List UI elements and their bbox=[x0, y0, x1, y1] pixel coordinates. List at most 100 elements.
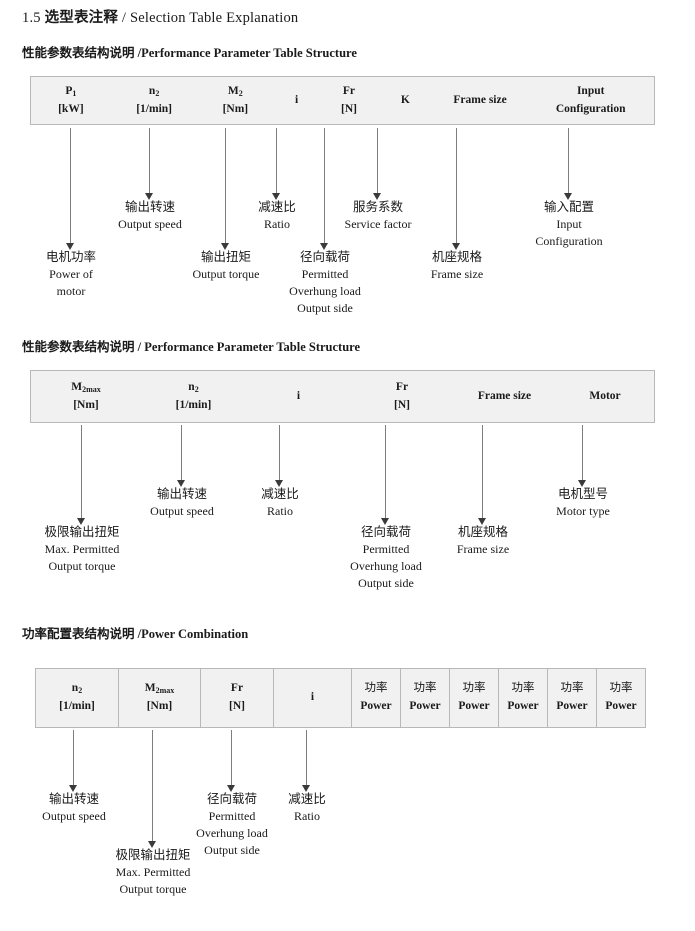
section-2-heading-cn: 性能参数表结构说明 bbox=[22, 340, 135, 354]
note-ratio-2: 减速比 Ratio bbox=[261, 485, 299, 520]
table1-col-fr: Fr [N] bbox=[320, 77, 378, 124]
note-input-configuration: 输入配置 Input Configuration bbox=[535, 198, 602, 250]
note-frame-size: 机座规格 Frame size bbox=[431, 248, 483, 283]
note-permitted-overhung-load-3-en-2: Overhung load bbox=[196, 825, 268, 840]
note-permitted-overhung-load: 径向载荷 Permitted Overhung load Output side bbox=[289, 248, 361, 317]
table1-col-input-configuration-line2: Configuration bbox=[555, 102, 626, 115]
table3-col-power-3-cn: 功率 bbox=[462, 682, 486, 695]
note-permitted-overhung-load-2-en-2: Overhung load bbox=[350, 558, 422, 573]
table3-col-power-2-en: Power bbox=[409, 700, 441, 712]
note-service-factor: 服务系数 Service factor bbox=[345, 198, 412, 233]
table1-col-input-configuration-line1: Input bbox=[576, 84, 605, 97]
table2-col-frame-size-symbol: Frame size bbox=[477, 389, 532, 402]
arrow-to-ratio-2 bbox=[275, 425, 284, 487]
note-permitted-overhung-load-cn: 径向载荷 bbox=[299, 249, 350, 264]
table2-col-n2-symbol: n2 bbox=[188, 380, 199, 394]
section-1-heading-cn: 性能参数表结构说明 bbox=[22, 46, 135, 60]
table3-col-i-symbol: i bbox=[310, 691, 315, 704]
note-output-torque-en-1: Output torque bbox=[192, 266, 260, 281]
arrow-to-motor-type bbox=[578, 425, 587, 487]
note-output-speed-3-en-1: Output speed bbox=[42, 808, 106, 823]
page-title: 1.5 选型表注释 / Selection Table Explanation bbox=[22, 6, 298, 27]
arrow-to-permitted-overhung-load-3 bbox=[227, 730, 236, 792]
note-power-of-motor: 电机功率 Power of motor bbox=[46, 248, 96, 300]
table1-col-i: i bbox=[273, 77, 320, 124]
note-max-permitted-output-torque-3-cn: 极限输出扭矩 bbox=[115, 847, 191, 862]
arrow-to-output-speed-3 bbox=[69, 730, 78, 792]
table1-col-i-symbol: i bbox=[295, 93, 299, 106]
note-frame-size-2: 机座规格 Frame size bbox=[457, 523, 509, 558]
section-3-heading-cn: 功率配置表结构说明 bbox=[22, 627, 135, 641]
page-title-number: 1.5 bbox=[22, 10, 41, 26]
table1-col-frame-size-symbol: Frame size bbox=[453, 93, 507, 106]
section-3-heading-en: Power Combination bbox=[141, 627, 249, 641]
section-2-heading-separator: / bbox=[137, 340, 142, 354]
arrow-to-power-of-motor bbox=[66, 128, 75, 250]
table2-col-fr: Fr [N] bbox=[351, 371, 453, 422]
table3-col-m2max-symbol: M2max bbox=[144, 682, 175, 696]
note-frame-size-en-1: Frame size bbox=[430, 266, 484, 281]
note-max-permitted-output-torque-en-2: Output torque bbox=[48, 558, 116, 573]
note-max-permitted-output-torque-3: 极限输出扭矩 Max. Permitted Output torque bbox=[115, 846, 190, 898]
table1-col-p1-symbol: P1 bbox=[65, 84, 77, 98]
arrow-to-output-speed-2 bbox=[177, 425, 186, 487]
table3-col-power-4: 功率 Power bbox=[498, 669, 547, 727]
note-max-permitted-output-torque: 极限输出扭矩 Max. Permitted Output torque bbox=[44, 523, 119, 575]
table3-col-m2max-unit: [Nm] bbox=[146, 700, 173, 712]
note-input-configuration-cn: 输入配置 bbox=[543, 199, 595, 214]
table3-col-i: i bbox=[273, 669, 351, 727]
note-ratio-2-en-1: Ratio bbox=[266, 503, 293, 518]
note-max-permitted-output-torque-3-en-2: Output torque bbox=[119, 881, 187, 896]
table2-col-m2max-unit: [Nm] bbox=[73, 398, 99, 411]
note-frame-size-cn: 机座规格 bbox=[431, 249, 482, 264]
note-ratio-2-cn: 减速比 bbox=[261, 486, 299, 501]
note-motor-type-en-1: Motor type bbox=[556, 503, 610, 518]
arrow-to-permitted-overhung-load-2 bbox=[381, 425, 390, 525]
table3-col-power-3: 功率 Power bbox=[449, 669, 498, 727]
table3-col-fr-symbol: Fr bbox=[230, 682, 244, 695]
table3-col-power-1-cn: 功率 bbox=[364, 682, 388, 695]
note-max-permitted-output-torque-cn: 极限输出扭矩 bbox=[44, 524, 120, 539]
note-permitted-overhung-load-3-cn: 径向载荷 bbox=[206, 791, 257, 806]
table2-col-m2max-symbol: M2max bbox=[71, 380, 101, 394]
table2-col-i-symbol: i bbox=[296, 389, 301, 402]
note-motor-type-cn: 电机型号 bbox=[557, 486, 609, 501]
performance-parameter-table-2: M2max [Nm] n2 [1/min] i Fr [N] Frame siz… bbox=[30, 370, 655, 423]
table3-col-m2max: M2max [Nm] bbox=[118, 669, 200, 727]
table3-col-power-6: 功率 Power bbox=[596, 669, 645, 727]
note-permitted-overhung-load-3: 径向载荷 Permitted Overhung load Output side bbox=[196, 790, 268, 859]
note-input-configuration-en-2: Configuration bbox=[535, 233, 603, 248]
table1-col-p1: P1 [kW] bbox=[31, 77, 111, 124]
table2-col-fr-unit: [N] bbox=[394, 398, 410, 411]
note-permitted-overhung-load-en-3: Output side bbox=[297, 300, 353, 315]
section-1-heading-en: Performance Parameter Table Structure bbox=[141, 46, 357, 60]
note-output-speed: 输出转速 Output speed bbox=[118, 198, 182, 233]
table1-col-p1-unit: [kW] bbox=[58, 102, 84, 115]
arrow-to-service-factor bbox=[373, 128, 382, 200]
arrow-to-ratio-3 bbox=[302, 730, 311, 792]
table2-col-fr-symbol: Fr bbox=[395, 380, 409, 393]
table3-col-power-1: 功率 Power bbox=[351, 669, 400, 727]
table3-col-power-2: 功率 Power bbox=[400, 669, 449, 727]
note-output-torque-cn: 输出扭矩 bbox=[200, 249, 251, 264]
note-output-speed-3-cn: 输出转速 bbox=[48, 791, 99, 806]
arrow-to-max-permitted-output-torque-3 bbox=[148, 730, 157, 848]
table2-col-motor: Motor bbox=[556, 371, 654, 422]
table3-col-power-5-en: Power bbox=[556, 700, 588, 712]
note-permitted-overhung-load-en-1: Permitted bbox=[301, 266, 349, 281]
table1-col-n2-symbol: n2 bbox=[148, 84, 160, 98]
note-permitted-overhung-load-2: 径向载荷 Permitted Overhung load Output side bbox=[350, 523, 422, 592]
section-3-heading-separator: / bbox=[137, 627, 142, 641]
table2-col-n2: n2 [1/min] bbox=[141, 371, 246, 422]
arrow-to-ratio bbox=[272, 128, 281, 200]
note-frame-size-2-en-1: Frame size bbox=[456, 541, 510, 556]
arrow-to-output-speed bbox=[145, 128, 154, 200]
page-title-separator: / bbox=[121, 10, 127, 26]
note-max-permitted-output-torque-en-1: Max. Permitted bbox=[44, 541, 120, 556]
table1-col-m2-symbol: M2 bbox=[227, 84, 243, 98]
table2-col-frame-size: Frame size bbox=[453, 371, 556, 422]
note-ratio-3: 减速比 Ratio bbox=[288, 790, 326, 825]
note-motor-type: 电机型号 Motor type bbox=[556, 485, 610, 520]
note-ratio: 减速比 Ratio bbox=[258, 198, 296, 233]
table3-col-power-2-cn: 功率 bbox=[413, 682, 437, 695]
